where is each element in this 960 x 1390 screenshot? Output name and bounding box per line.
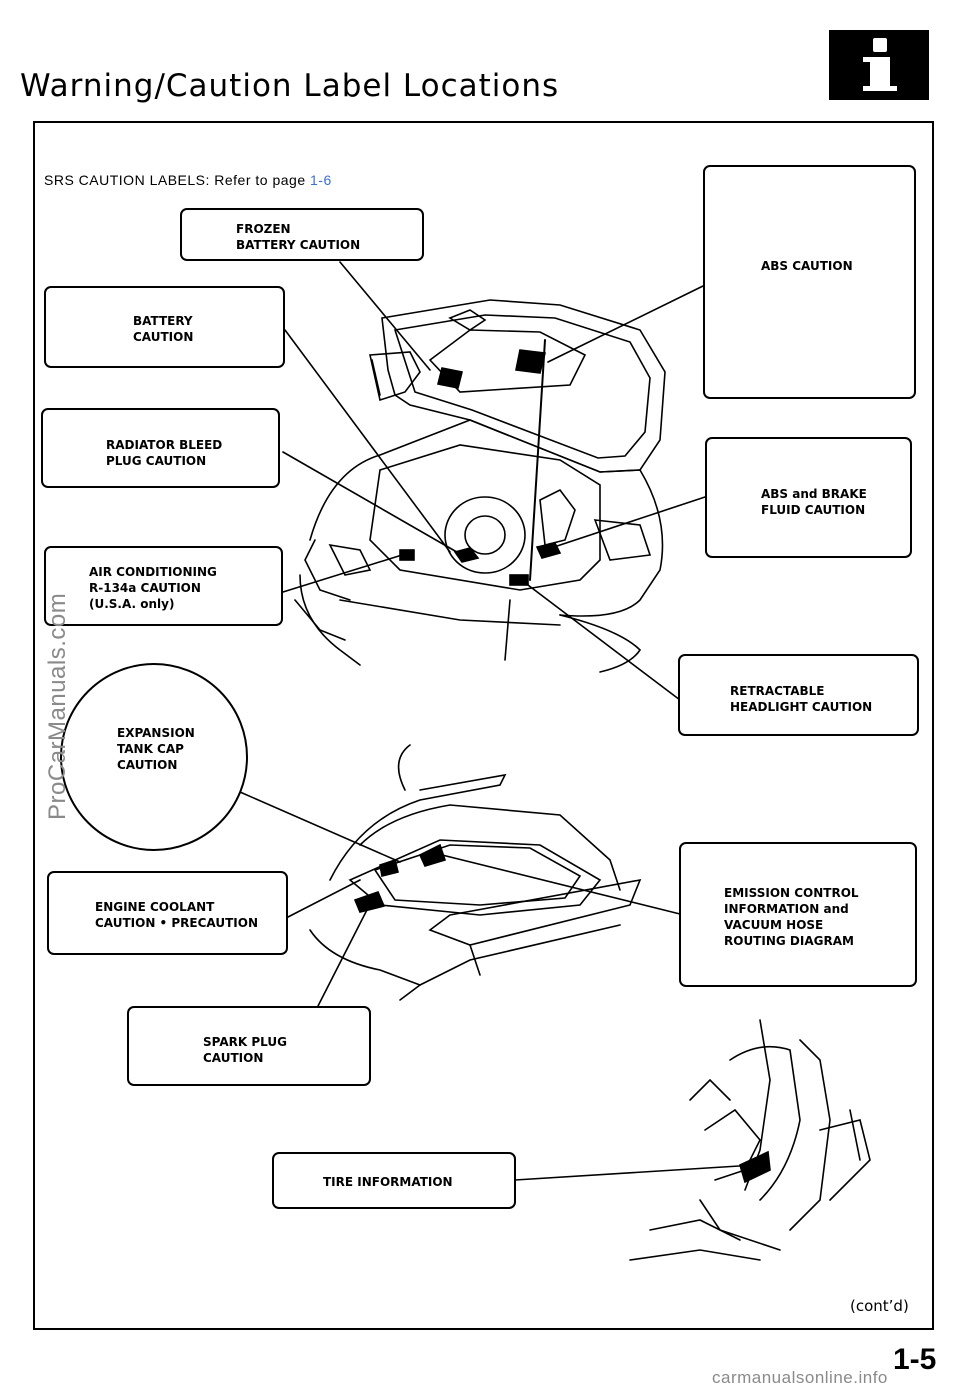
emission-control-label: EMISSION CONTROL INFORMATION and VACUUM … — [679, 842, 917, 987]
watermark-left: ProCarManuals.com — [44, 592, 71, 820]
battery-caution-text: BATTERY CAUTION — [133, 314, 194, 344]
tire-information-text: TIRE INFORMATION — [323, 1175, 453, 1189]
abs-brake-fluid-caution-label: ABS and BRAKE FLUID CAUTION — [705, 437, 912, 558]
frozen-battery-caution-text: FROZEN BATTERY CAUTION — [236, 222, 361, 252]
air-conditioning-caution-label: AIR CONDITIONING R-134a CAUTION (U.S.A. … — [44, 546, 283, 626]
retractable-headlight-caution-text: RETRACTABLE HEADLIGHT CAUTION — [730, 684, 873, 714]
expansion-tank-cap-caution-label: EXPANSION TANK CAP CAUTION — [60, 663, 248, 851]
frozen-battery-caution-label: FROZEN BATTERY CAUTION — [180, 208, 424, 261]
abs-caution-label: ABS CAUTION — [703, 165, 916, 399]
air-conditioning-caution-text: AIR CONDITIONING R-134a CAUTION (U.S.A. … — [89, 565, 217, 611]
emission-control-text: EMISSION CONTROL INFORMATION and VACUUM … — [724, 886, 859, 948]
srs-page-link[interactable]: 1-6 — [310, 172, 332, 188]
abs-brake-fluid-caution-text: ABS and BRAKE FLUID CAUTION — [761, 487, 867, 517]
srs-note: SRS CAUTION LABELS: Refer to page 1-6 — [44, 172, 332, 188]
diagram-frame — [33, 121, 934, 1330]
engine-coolant-caution-label: ENGINE COOLANT CAUTION • PRECAUTION — [47, 871, 288, 955]
expansion-tank-cap-caution-text: EXPANSION TANK CAP CAUTION — [117, 726, 195, 772]
watermark-bottom: carmanualsonline.info — [712, 1368, 888, 1387]
abs-caution-text: ABS CAUTION — [761, 259, 853, 273]
radiator-bleed-plug-caution-text: RADIATOR BLEED PLUG CAUTION — [106, 438, 223, 468]
battery-caution-label: BATTERY CAUTION — [44, 286, 285, 368]
info-icon — [829, 30, 929, 100]
engine-coolant-caution-text: ENGINE COOLANT CAUTION • PRECAUTION — [95, 900, 258, 930]
tire-information-label: TIRE INFORMATION — [272, 1152, 516, 1209]
radiator-bleed-plug-caution-label: RADIATOR BLEED PLUG CAUTION — [41, 408, 280, 488]
srs-note-text: SRS CAUTION LABELS: Refer to page — [44, 172, 306, 188]
page-title: Warning/Caution Label Locations — [20, 68, 560, 104]
continued-note: (cont’d) — [850, 1297, 909, 1315]
spark-plug-caution-text: SPARK PLUG CAUTION — [203, 1035, 287, 1065]
spark-plug-caution-label: SPARK PLUG CAUTION — [127, 1006, 371, 1086]
page-number: 1-5 — [893, 1343, 937, 1376]
retractable-headlight-caution-label: RETRACTABLE HEADLIGHT CAUTION — [678, 654, 919, 736]
